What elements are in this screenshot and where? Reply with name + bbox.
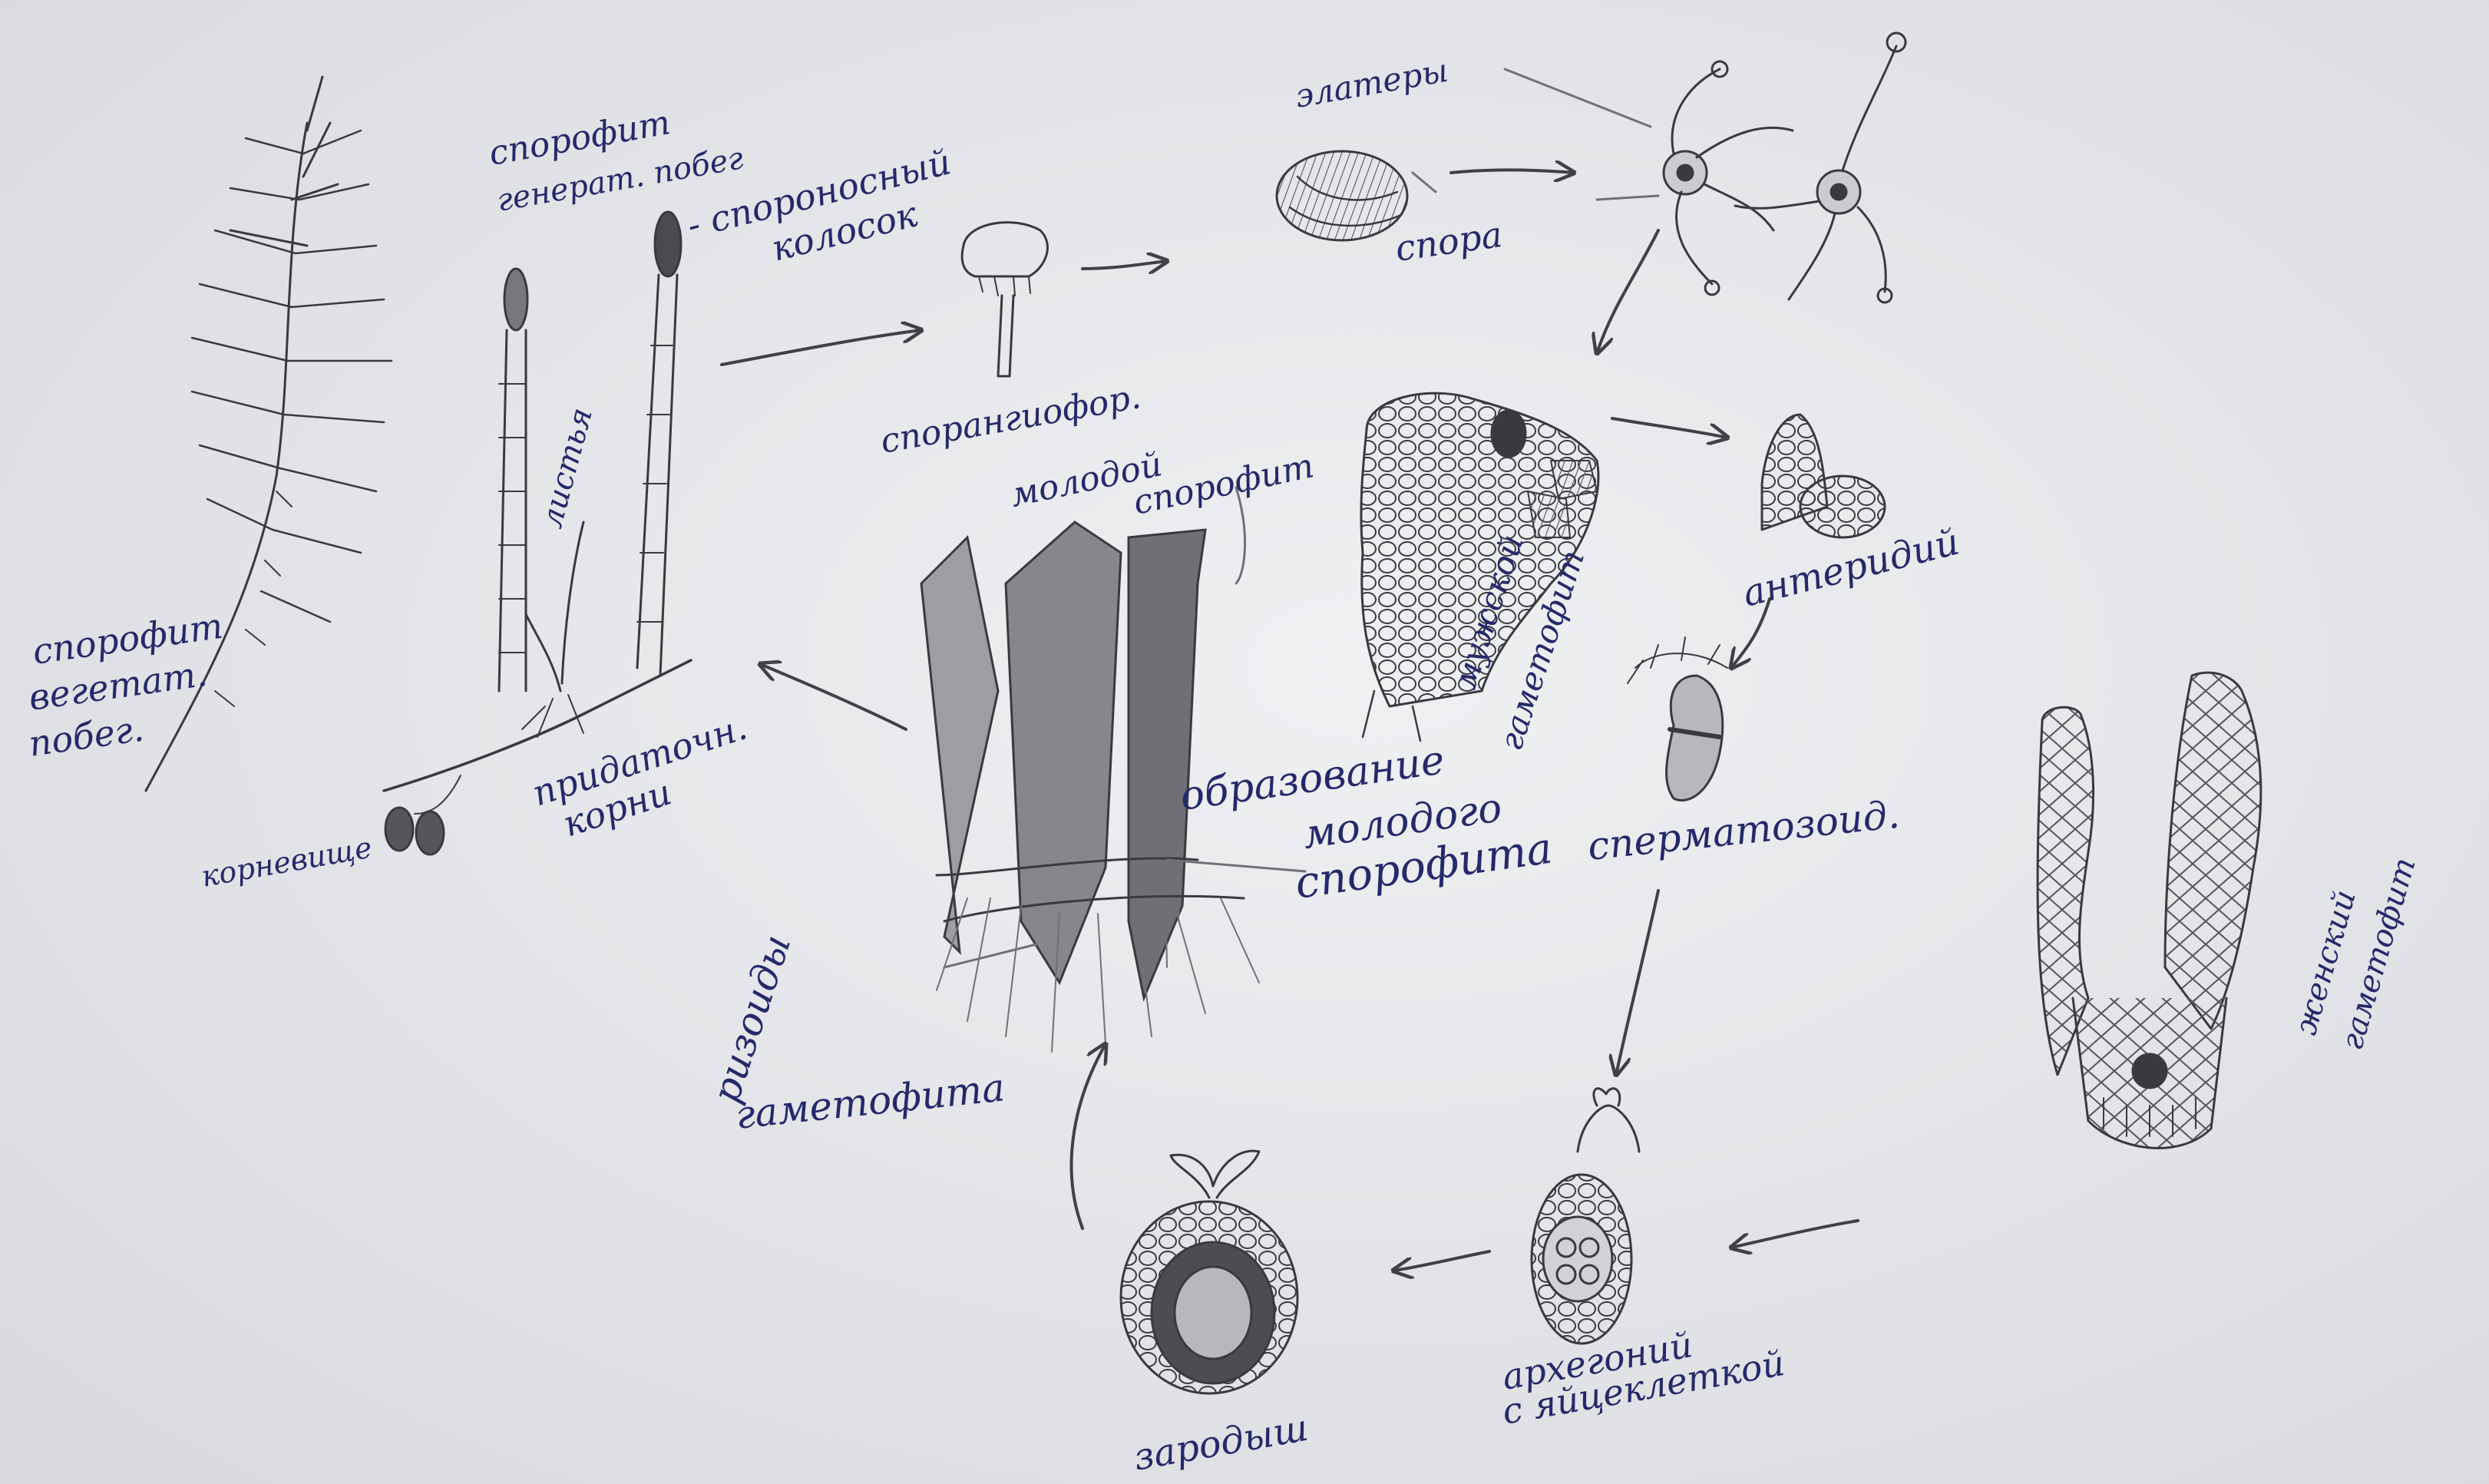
- spore-closed-drawing: [1277, 151, 1407, 240]
